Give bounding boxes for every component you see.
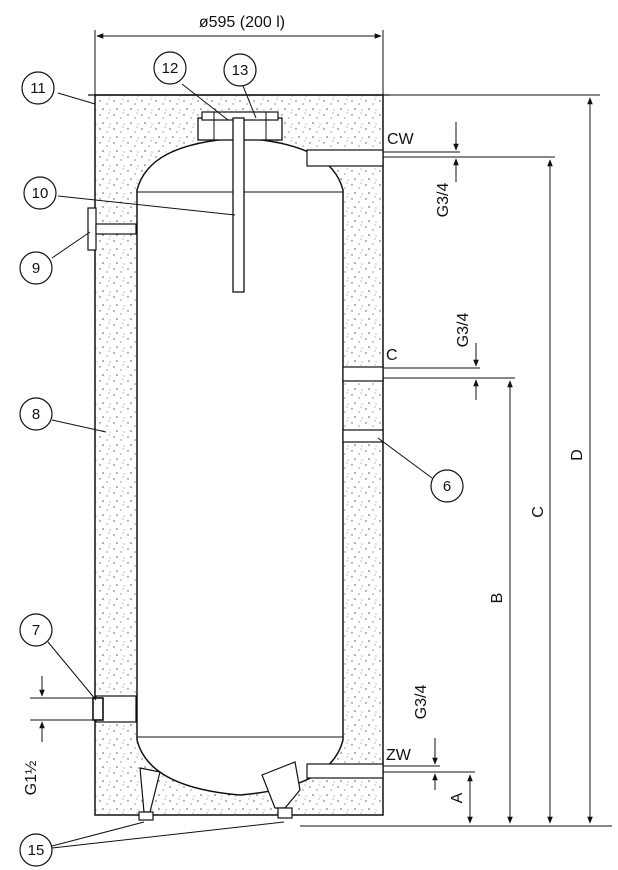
side-sleeve xyxy=(87,207,137,251)
callout-13: 13 xyxy=(223,53,257,119)
callout-12-label: 12 xyxy=(162,60,179,77)
c-dimension-label: C xyxy=(530,506,547,518)
zw-pipe xyxy=(306,763,475,779)
tank-feet xyxy=(138,761,301,821)
a-label: A xyxy=(449,792,466,803)
zw-label: ZW xyxy=(386,747,412,764)
callout-7-label: 7 xyxy=(32,622,40,639)
c-dimension: C xyxy=(530,159,553,824)
callout-11-label: 11 xyxy=(30,80,46,97)
side-thread-dimension: G1½ xyxy=(23,676,45,796)
zw-thread-label: G3/4 xyxy=(413,685,430,720)
b-dimension: B xyxy=(489,380,513,824)
side-thread-label: G1½ xyxy=(23,761,40,796)
inner-tank xyxy=(136,137,344,796)
c-connection-label: C xyxy=(386,347,398,364)
callout-6: 6 xyxy=(377,437,464,503)
cw-pipe xyxy=(306,149,555,167)
d-dimension: D xyxy=(383,94,600,824)
b-label: B xyxy=(489,593,506,604)
cw-thread-dimension: CW G3/4 xyxy=(387,122,459,218)
callout-10-label: 10 xyxy=(32,185,49,202)
c-thread-dimension: C G3/4 xyxy=(386,313,479,400)
callout-9: 9 xyxy=(19,231,91,285)
callout-8-label: 8 xyxy=(32,406,40,423)
c-pipe xyxy=(342,366,515,382)
diameter-label: ø595 (200 l) xyxy=(199,14,285,31)
callout-6-label: 6 xyxy=(443,478,451,495)
anode-rod xyxy=(232,117,245,293)
callout-15: 15 xyxy=(19,821,285,867)
sensor-sleeve xyxy=(342,429,384,443)
callout-9-label: 9 xyxy=(32,260,40,277)
callout-7: 7 xyxy=(19,613,97,701)
a-dimension: A xyxy=(449,774,473,824)
callout-10: 10 xyxy=(23,176,236,216)
d-label: D xyxy=(569,449,586,461)
callout-15-label: 15 xyxy=(28,842,45,859)
diameter-dimension: ø595 (200 l) xyxy=(94,14,384,95)
zw-thread-dimension: ZW G3/4 xyxy=(386,685,438,790)
callout-12: 12 xyxy=(153,51,229,121)
cw-thread-label: G3/4 xyxy=(435,183,452,218)
callout-13-label: 13 xyxy=(232,62,249,79)
callout-8: 8 xyxy=(19,397,107,433)
side-connection xyxy=(30,695,137,723)
callout-11: 11 xyxy=(21,71,96,105)
cw-label: CW xyxy=(387,131,415,148)
c-thread-label: G3/4 xyxy=(455,313,472,348)
